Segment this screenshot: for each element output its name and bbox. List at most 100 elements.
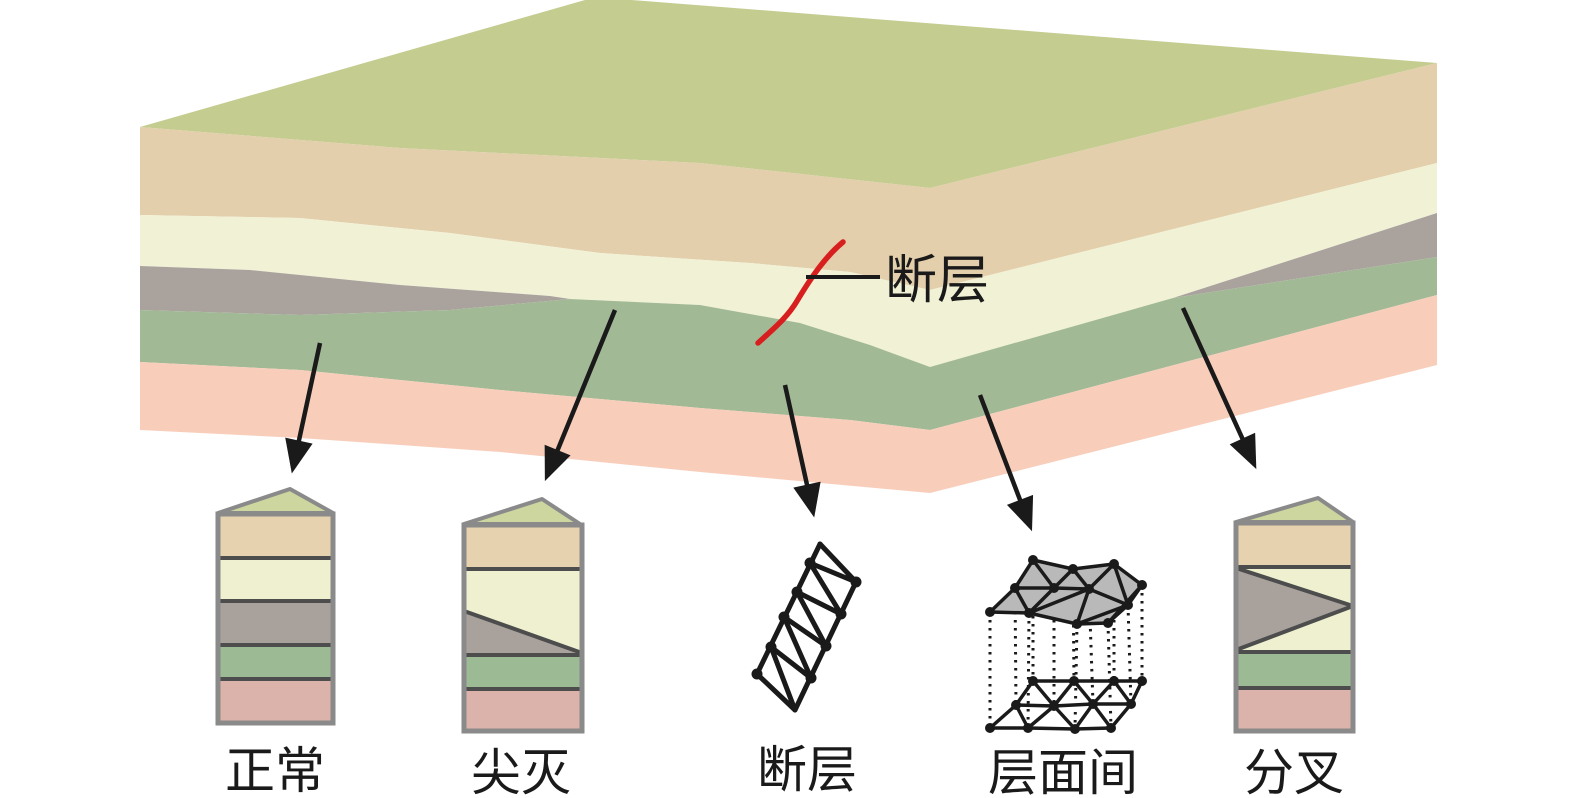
normal-layer-green bbox=[218, 645, 333, 679]
lower-mesh-edge bbox=[1015, 703, 1055, 708]
upper-mesh-edge bbox=[1087, 562, 1116, 591]
lower-mesh-node bbox=[1069, 676, 1079, 686]
label-interlayer: 层面间 bbox=[988, 745, 1138, 798]
lower-mesh-edge bbox=[1053, 702, 1094, 708]
bifurcation-roof bbox=[1234, 496, 1355, 524]
bifurcation-layer-tan bbox=[1236, 523, 1353, 567]
upper-mesh-node bbox=[1072, 619, 1082, 629]
ladder-node-dot bbox=[835, 608, 847, 620]
lower-mesh-node bbox=[1023, 723, 1033, 733]
normal-layer-pink bbox=[218, 679, 333, 723]
upper-mesh-node bbox=[985, 607, 995, 617]
pointer-arrows bbox=[285, 307, 1257, 532]
ladder-node-dot bbox=[765, 641, 777, 653]
upper-mesh-edge bbox=[1028, 587, 1090, 615]
figure-fault-ladder bbox=[751, 541, 862, 713]
mesh-dotted-connector bbox=[1026, 612, 1031, 729]
upper-mesh-edge bbox=[1072, 562, 1115, 571]
lower-mesh-node bbox=[1109, 676, 1119, 686]
lower-mesh-node bbox=[1028, 676, 1038, 686]
block-right-layer-gray-pinchout bbox=[1173, 213, 1437, 298]
arrow-to-normal bbox=[285, 342, 323, 474]
lower-mesh-edge bbox=[1027, 726, 1076, 731]
lower-mesh-edge bbox=[1031, 679, 1056, 708]
label-bifurcation: 分叉 bbox=[1244, 745, 1344, 798]
lower-mesh-edge bbox=[1073, 702, 1095, 731]
figure-pinchout-column: 尖灭 bbox=[461, 497, 585, 798]
upper-mesh-edge bbox=[1075, 588, 1091, 625]
ladder-node-dot bbox=[804, 557, 816, 569]
lower-mesh-node bbox=[1137, 676, 1147, 686]
upper-mesh-node bbox=[1123, 600, 1133, 610]
pinchout-layer-green bbox=[464, 655, 582, 689]
pinchout-roof bbox=[462, 497, 582, 526]
upper-mesh-node bbox=[1103, 618, 1113, 628]
lower-mesh-edge bbox=[1109, 702, 1133, 730]
ladder-node-dot bbox=[820, 640, 832, 652]
lower-mesh-node bbox=[1011, 700, 1021, 710]
block-right-layer-cream bbox=[930, 163, 1437, 367]
fault-annotation-label: 断层 bbox=[885, 253, 989, 310]
lower-mesh-edge bbox=[1091, 679, 1116, 706]
normal-layer-cream bbox=[218, 558, 333, 601]
lower-mesh-node bbox=[985, 723, 995, 733]
upper-mesh-node bbox=[1109, 559, 1119, 569]
strat-block: 断层 bbox=[140, 0, 1437, 493]
pinchout-layer-tan bbox=[464, 525, 582, 569]
ladder-node-dot bbox=[850, 576, 862, 588]
arrow-to-fault bbox=[782, 384, 821, 518]
lower-mesh-node bbox=[1070, 724, 1080, 734]
label-pinchout: 尖灭 bbox=[471, 745, 571, 798]
block-left-layer-cream bbox=[140, 215, 930, 367]
upper-mesh-edge bbox=[1053, 586, 1090, 591]
ladder-node-dot bbox=[805, 672, 817, 684]
block-left-layer-pink bbox=[140, 362, 930, 493]
upper-mesh-node bbox=[1137, 580, 1147, 590]
upper-mesh-edge bbox=[988, 586, 1017, 614]
lower-mesh-edge bbox=[988, 703, 1018, 730]
normal-layer-gray bbox=[218, 601, 333, 645]
upper-mesh-edge bbox=[1031, 558, 1056, 590]
normal-layer-tan bbox=[218, 514, 333, 558]
mesh-dotted-connector bbox=[1087, 588, 1095, 705]
block-right-layer-tan bbox=[930, 63, 1437, 290]
upper-mesh-edge bbox=[989, 610, 1030, 615]
lower-mesh-edge bbox=[1074, 726, 1112, 731]
bifurcation-layer-gray-wedge bbox=[1236, 568, 1353, 650]
upper-mesh-edge bbox=[1112, 562, 1144, 587]
block-right-layer-pink bbox=[930, 295, 1437, 493]
block-right-layer-green bbox=[930, 257, 1437, 430]
bifurcation-column-border bbox=[1233, 520, 1356, 734]
lower-mesh-node bbox=[1126, 699, 1136, 709]
ladder-node-dot bbox=[791, 586, 803, 598]
pinchout-layer-cream bbox=[464, 569, 582, 653]
upper-mesh-node bbox=[1010, 583, 1020, 593]
upper-mesh-edge bbox=[1032, 558, 1074, 571]
ladder-node-dot bbox=[778, 611, 790, 623]
ladder-node-dot bbox=[751, 668, 763, 680]
upper-mesh-node bbox=[1024, 608, 1034, 618]
mesh-dotted-connector bbox=[1106, 622, 1113, 729]
label-fault: 断层 bbox=[757, 742, 857, 798]
block-left-layer-tan bbox=[140, 127, 930, 290]
bifurcation-layer-green bbox=[1236, 652, 1353, 688]
normal-roof bbox=[216, 487, 335, 515]
mesh-dotted-connector bbox=[1073, 623, 1079, 730]
lower-mesh-node bbox=[1049, 701, 1059, 711]
arrow-to-interlayer bbox=[977, 394, 1034, 532]
block-left-layer-green bbox=[140, 299, 930, 430]
block-top-surface bbox=[140, 0, 1437, 188]
normal-column-border bbox=[215, 511, 336, 726]
lower-mesh-edge bbox=[1052, 679, 1076, 708]
upper-mesh-edge bbox=[1088, 587, 1129, 607]
figure-normal-column: 正常 bbox=[215, 487, 336, 798]
arrow-to-pinchout bbox=[544, 309, 618, 482]
upper-mesh-node bbox=[1049, 583, 1059, 593]
label-normal: 正常 bbox=[225, 743, 325, 798]
upper-mesh-edge bbox=[1112, 563, 1130, 606]
arrow-to-bifurcation bbox=[1180, 307, 1257, 470]
fault-trace-line bbox=[755, 239, 846, 346]
upper-mesh-edge bbox=[1013, 559, 1035, 589]
upper-mesh-node bbox=[1068, 564, 1078, 574]
